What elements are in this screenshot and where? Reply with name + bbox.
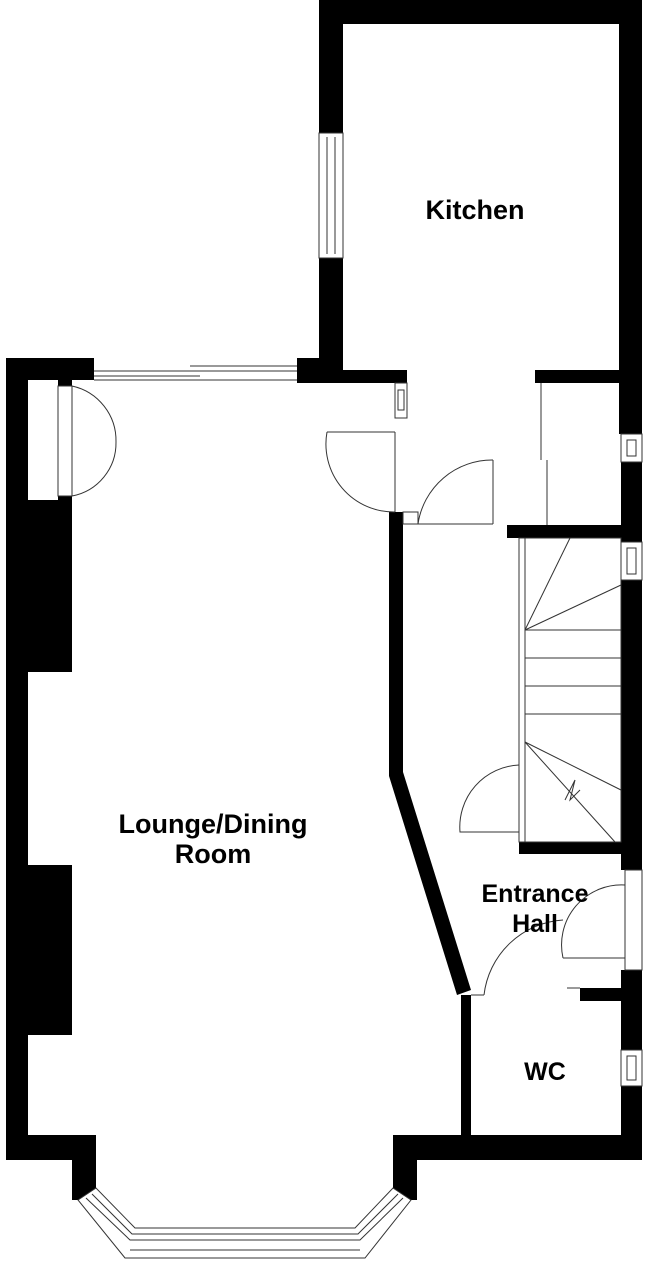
stair-top-wall [507, 525, 642, 538]
chimney-breast-lower [28, 865, 72, 1035]
hall-label-line2: Hall [512, 910, 558, 938]
kitchen-south-wall-right [535, 370, 642, 383]
kitchen-corridor-lines [540, 383, 548, 525]
wc-west-wall [461, 995, 471, 1138]
stair-east-window [620, 541, 643, 581]
patio-jamb-top [58, 378, 72, 386]
hall-east-wall-mid [621, 462, 642, 542]
kitchen-window [318, 132, 344, 259]
patio-double-doors [57, 385, 117, 497]
wc-label: WC [524, 1058, 566, 1086]
kitchen-north-wall [319, 0, 642, 24]
front-door [561, 884, 626, 989]
hall-label-line1: Entrance [482, 880, 589, 908]
kitchen-door-jamb [394, 382, 408, 419]
wc-window [620, 1049, 643, 1087]
patio-jamb-bottom [58, 496, 72, 504]
lounge-label-line1: Lounge/Dining [119, 809, 308, 839]
entrance-door-frame [624, 869, 643, 971]
bay-pier-right [393, 1135, 417, 1200]
staircase [518, 537, 622, 843]
hall-partition-cap [389, 512, 403, 524]
understairs-door [459, 764, 520, 842]
patio-sliding-doors [94, 365, 297, 381]
kitchen-label: Kitchen [425, 195, 524, 225]
windows [77, 132, 643, 1259]
kitchen-south-wall-left [297, 370, 407, 383]
bay-pier-left [72, 1135, 96, 1200]
hall-partition-wall [389, 524, 471, 995]
chimney-breast-upper [28, 500, 72, 672]
hall-east-wall-lower [621, 580, 642, 870]
room-labels: Kitchen Lounge/Dining Room Entrance Hall… [119, 195, 589, 1086]
lounge-kitchen-door [325, 431, 396, 513]
lounge-west-wall [6, 358, 28, 1138]
kitchen-east-window [620, 433, 643, 463]
hall-kitchen-door [402, 459, 494, 525]
lounge-label-line2: Room [175, 839, 252, 869]
south-wall-right [393, 1135, 642, 1160]
kitchen-east-wall [619, 0, 642, 434]
walls [6, 0, 642, 1200]
kitchen-west-wall-upper [319, 0, 343, 133]
bay-window [77, 1187, 412, 1259]
stair-bottom-wall [519, 842, 642, 854]
lounge-north-wall-left [6, 358, 94, 380]
wc-east-wall-upper [621, 970, 642, 1050]
wc-door [471, 919, 564, 996]
